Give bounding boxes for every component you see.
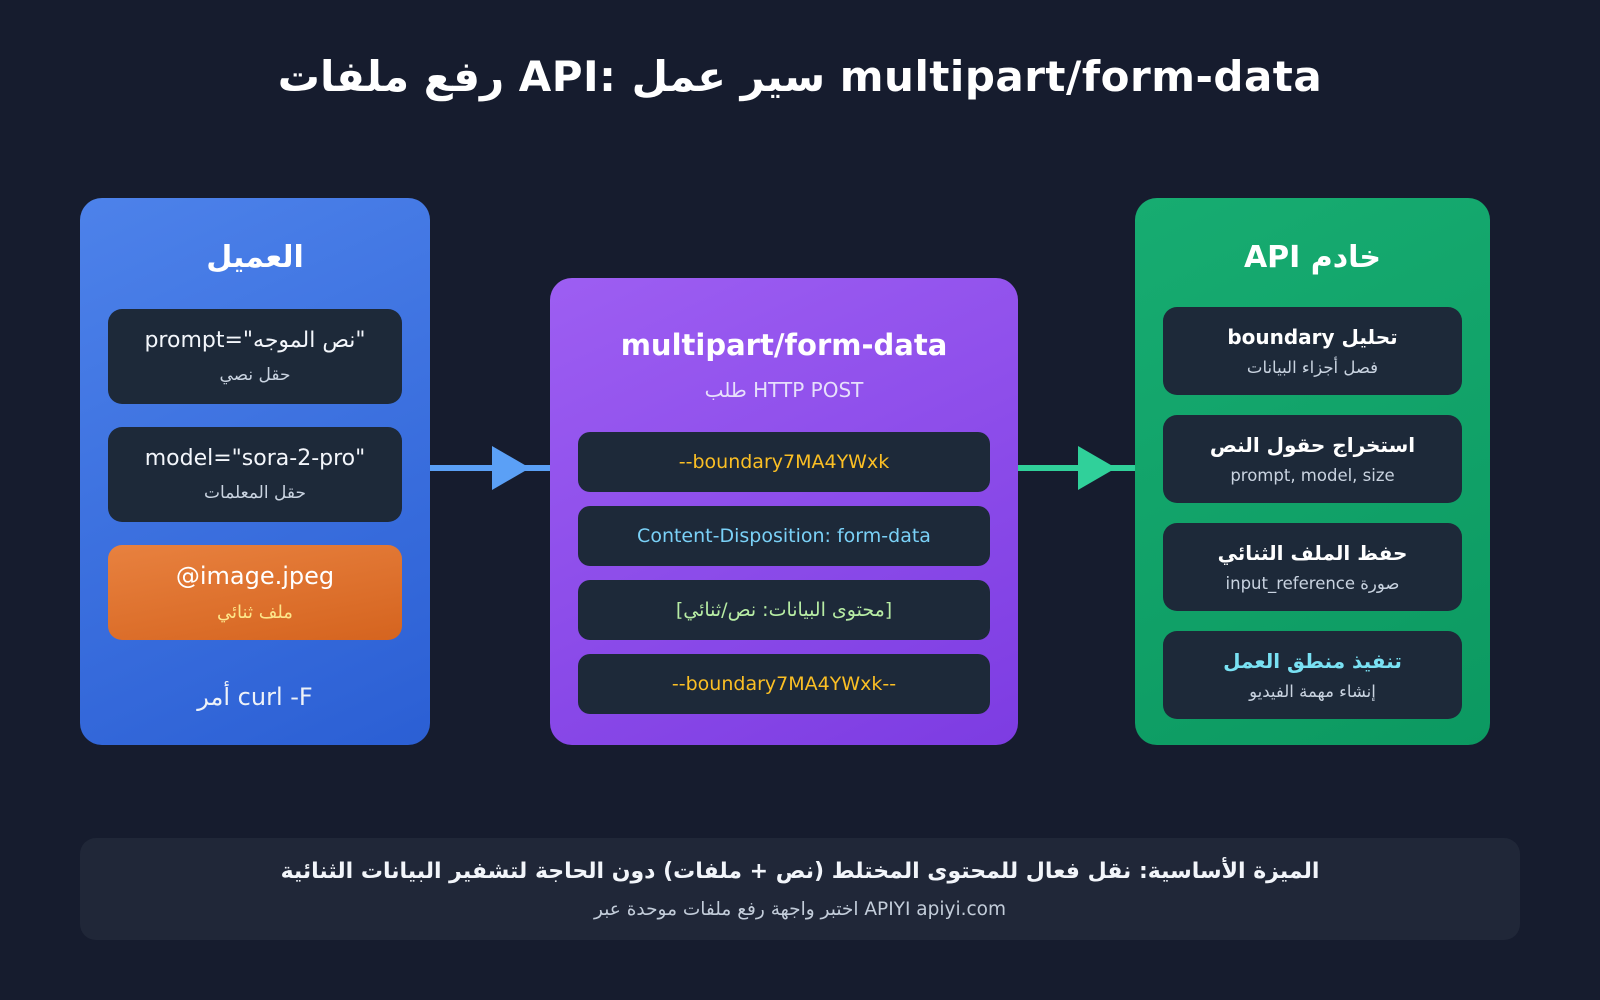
step-subtitle: صورة input_reference	[1225, 574, 1400, 593]
prompt-field-box: prompt="نص الموجه" حقل نصي	[108, 309, 402, 404]
arrow-request-to-server-icon	[1018, 441, 1135, 495]
boundary-close-line: --boundary7MA4YWxk--	[578, 654, 990, 714]
server-step-execute-business-logic: تنفيذ منطق العمل إنشاء مهمة الفيديو	[1163, 631, 1462, 719]
arrow-head	[1078, 446, 1116, 490]
request-panel-title: multipart/form-data	[620, 328, 948, 362]
request-body-lines: --boundary7MA4YWxk Content-Disposition: …	[578, 432, 990, 714]
footer-note-line2: اختبر واجهة رفع ملفات موحدة عبر APIYI ap…	[593, 898, 1006, 920]
request-panel-subtitle: طلب HTTP POST	[704, 378, 864, 402]
server-step-save-binary-file: حفظ الملف الثنائي صورة input_reference	[1163, 523, 1462, 611]
step-title: حفظ الملف الثنائي	[1217, 541, 1408, 565]
client-panel: العميل prompt="نص الموجه" حقل نصي model=…	[80, 198, 430, 745]
prompt-field-value: prompt="نص الموجه"	[144, 328, 366, 353]
step-title: استخراج حقول النص	[1209, 433, 1416, 457]
arrow-head	[492, 446, 530, 490]
client-field-list: prompt="نص الموجه" حقل نصي model="sora-2…	[108, 309, 402, 640]
arrow-shaft	[430, 465, 550, 471]
footer-note-line1: الميزة الأساسية: نقل فعال للمحتوى المختل…	[280, 858, 1320, 884]
client-panel-header: العميل	[206, 240, 304, 275]
server-step-extract-text-fields: استخراج حقول النص prompt, model, size	[1163, 415, 1462, 503]
data-content-line: [محتوى البيانات: نص/ثنائي]	[578, 580, 990, 640]
step-subtitle: فصل أجزاء البيانات	[1246, 358, 1379, 377]
model-field-value: model="sora-2-pro"	[144, 446, 366, 471]
step-title: تحليل boundary	[1227, 325, 1398, 349]
curl-command-label: أمر curl -F	[197, 683, 313, 711]
model-field-label: حقل المعلمات	[204, 483, 306, 503]
page-title: رفع ملفات API: سير عمل multipart/form-da…	[277, 52, 1323, 101]
server-panel: خادم API تحليل boundary فصل أجزاء البيان…	[1135, 198, 1490, 745]
image-file-label: ملف ثنائي	[217, 602, 293, 623]
server-panel-header: خادم API	[1243, 240, 1382, 275]
server-step-list: تحليل boundary فصل أجزاء البيانات استخرا…	[1163, 307, 1462, 719]
arrow-client-to-request-icon	[430, 441, 550, 495]
server-step-parse-boundary: تحليل boundary فصل أجزاء البيانات	[1163, 307, 1462, 395]
footer-note: الميزة الأساسية: نقل فعال للمحتوى المختل…	[80, 838, 1520, 940]
model-field-box: model="sora-2-pro" حقل المعلمات	[108, 427, 402, 522]
step-subtitle: prompt, model, size	[1230, 466, 1395, 485]
prompt-field-label: حقل نصي	[219, 365, 291, 385]
step-subtitle: إنشاء مهمة الفيديو	[1249, 682, 1376, 701]
boundary-open-line: --boundary7MA4YWxk	[578, 432, 990, 492]
arrow-shaft	[1018, 465, 1135, 471]
step-title: تنفيذ منطق العمل	[1223, 649, 1402, 673]
content-disposition-line: Content-Disposition: form-data	[578, 506, 990, 566]
image-file-box: @image.jpeg ملف ثنائي	[108, 545, 402, 640]
request-panel: multipart/form-data طلب HTTP POST --boun…	[550, 278, 1018, 745]
image-file-value: @image.jpeg	[175, 562, 335, 590]
